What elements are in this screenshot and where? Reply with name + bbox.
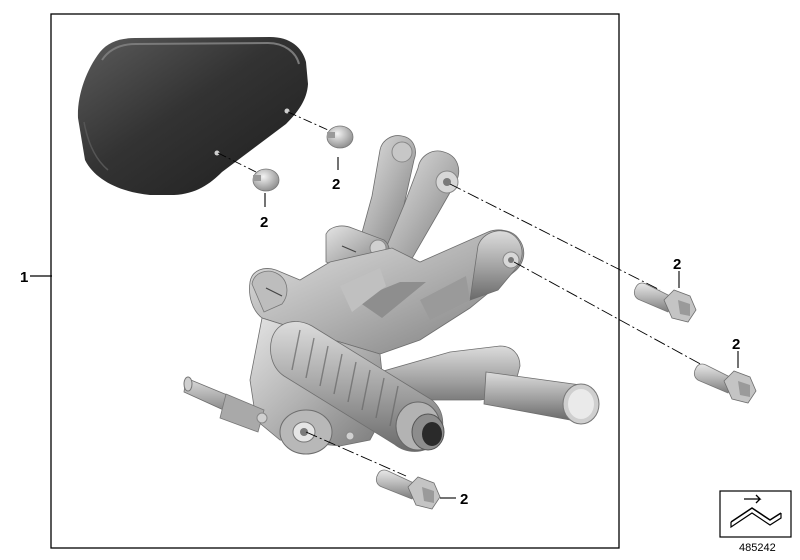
callout-label-cover-screw-left: 2: [260, 214, 268, 231]
callout-label-bolt-lower: 2: [732, 336, 740, 353]
callout-label-bolt-upper: 2: [673, 256, 681, 273]
callout-label-bolt-pivot: 2: [460, 491, 468, 508]
footrest-bracket: [183, 135, 600, 455]
diagram-number: 485242: [739, 542, 776, 554]
cover-screw-left: [252, 168, 280, 192]
callout-label-cover-screw-right: 2: [332, 176, 340, 193]
hex-bolt-pivot: [375, 469, 441, 510]
heel-guard-cover: [77, 37, 308, 195]
callout-label-1: 1: [20, 269, 28, 286]
diagram-frame: [50, 13, 620, 549]
cover-screw-right: [326, 125, 354, 149]
hex-bolt-upper: [633, 282, 697, 323]
hex-bolt-lower: [693, 363, 757, 404]
arrow-symbol-icon: [719, 490, 792, 538]
